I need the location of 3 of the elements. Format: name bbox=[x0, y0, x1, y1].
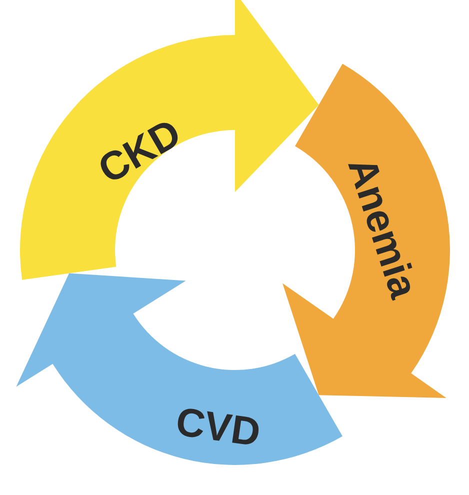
arrow-label: CKD bbox=[91, 110, 189, 194]
arrow-label: Anemia bbox=[338, 152, 426, 304]
arrow-label: CVD bbox=[173, 400, 263, 456]
